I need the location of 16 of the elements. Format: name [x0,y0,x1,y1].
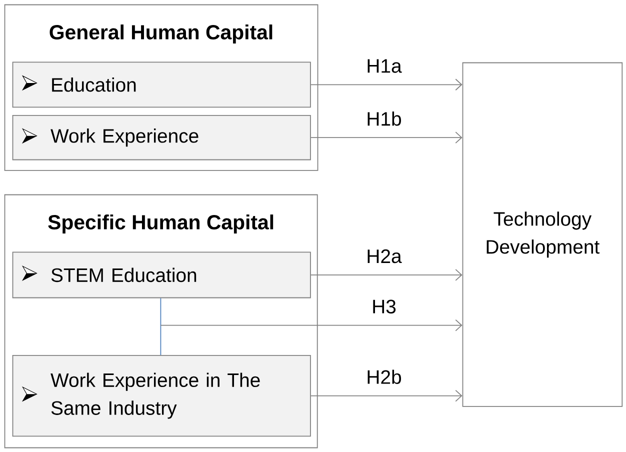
arrow [310,78,462,91]
arrow [310,132,462,144]
item-box: Work Experience [12,115,311,160]
process-box: Technology Development [462,62,623,407]
item-box: Education [12,62,311,108]
connector-line [160,298,162,356]
edge-label: H1b [365,110,403,127]
arrow [310,269,462,281]
edge-label: H2a [365,248,403,264]
edge-label: H2b [365,368,403,385]
edge-label: H3 [370,298,398,314]
item-box: Work Experience in The Same Industry [12,355,311,437]
arrow [160,319,462,332]
edge-label: H1a [365,58,403,74]
item-box: STEM Education [12,252,311,298]
arrow [310,390,462,402]
